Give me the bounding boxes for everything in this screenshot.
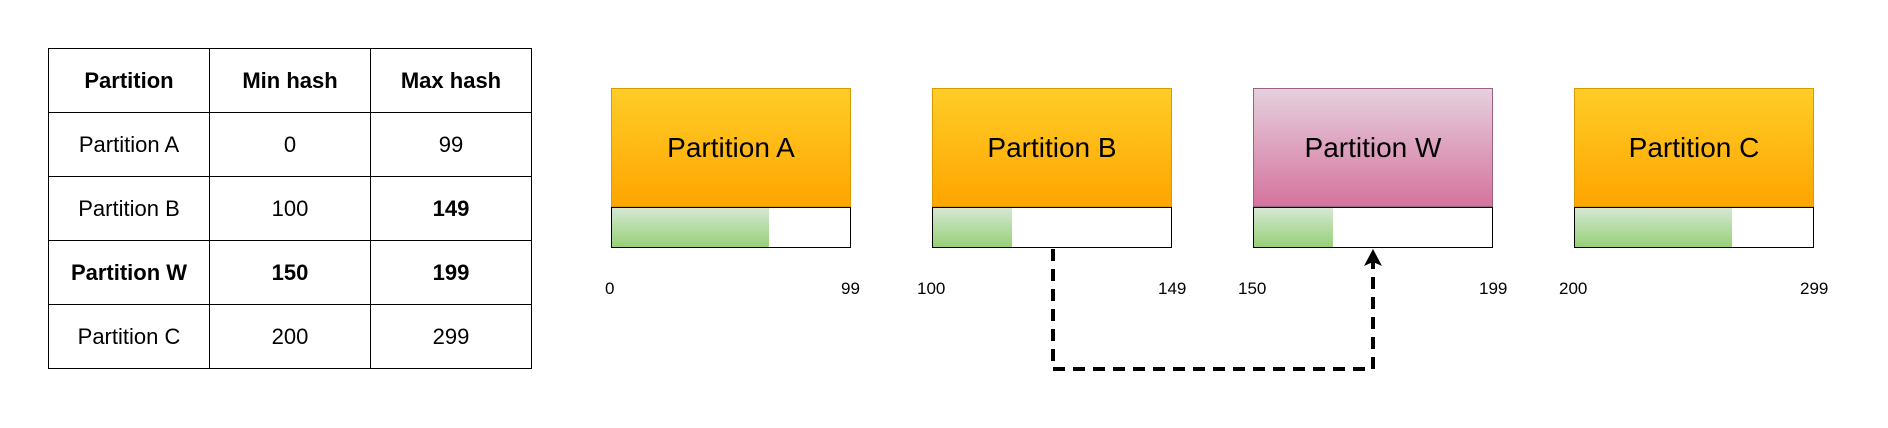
range-max-label: 99 — [841, 279, 860, 298]
partition-usage-bar — [932, 207, 1172, 248]
table-row: Partition B 100 149 — [48, 176, 532, 241]
usage-fill — [612, 208, 770, 247]
partition-box-b: Partition B — [932, 88, 1172, 248]
cell-min-hash: 200 — [209, 304, 371, 369]
header-partition: Partition — [48, 48, 210, 113]
header-min-hash: Min hash — [209, 48, 371, 113]
partition-box-a: Partition A — [611, 88, 851, 248]
hash-range-table: Partition Min hash Max hash Partition A … — [48, 48, 532, 369]
table-row: Partition W 150 199 — [48, 240, 532, 305]
cell-max-hash: 199 — [370, 240, 532, 305]
range-min-label: 0 — [605, 279, 615, 298]
partition-box-w: Partition W — [1253, 88, 1493, 248]
partition-usage-bar — [611, 207, 851, 248]
usage-fill — [933, 208, 1012, 247]
usage-fill — [1254, 208, 1333, 247]
cell-max-hash: 149 — [370, 176, 532, 241]
range-min-label: 150 — [1238, 279, 1267, 298]
range-max-label: 199 — [1479, 279, 1508, 298]
cell-partition: Partition B — [48, 176, 210, 241]
partition-title: Partition A — [611, 88, 851, 207]
range-min-label: 100 — [917, 279, 946, 298]
partition-box-c: Partition C — [1574, 88, 1814, 248]
range-max-label: 149 — [1158, 279, 1187, 298]
partition-title: Partition C — [1574, 88, 1814, 207]
cell-partition: Partition C — [48, 304, 210, 369]
range-max-label: 299 — [1800, 279, 1829, 298]
range-min-label: 200 — [1559, 279, 1588, 298]
partition-usage-bar — [1253, 207, 1493, 248]
cell-max-hash: 99 — [370, 112, 532, 177]
cell-max-hash: 299 — [370, 304, 532, 369]
cell-min-hash: 150 — [209, 240, 371, 305]
table-header-row: Partition Min hash Max hash — [48, 48, 532, 113]
partition-title: Partition W — [1253, 88, 1493, 207]
header-max-hash: Max hash — [370, 48, 532, 113]
usage-fill — [1575, 208, 1733, 247]
cell-partition: Partition W — [48, 240, 210, 305]
partition-usage-bar — [1574, 207, 1814, 248]
partition-title: Partition B — [932, 88, 1172, 207]
table-row: Partition C 200 299 — [48, 304, 532, 369]
